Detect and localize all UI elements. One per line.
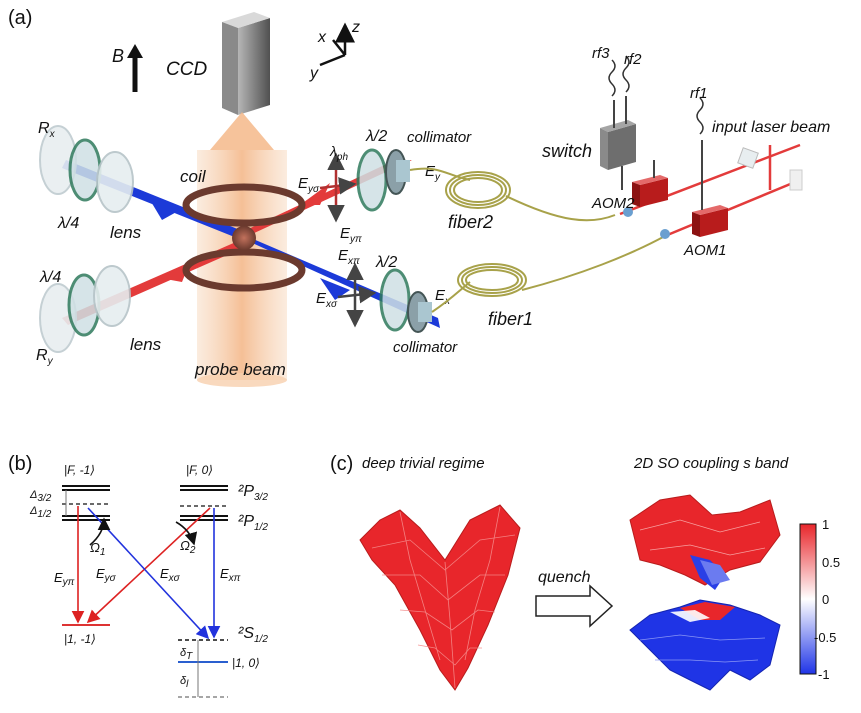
waveplate-top-left <box>68 138 102 202</box>
delta-markers <box>65 490 199 697</box>
collimator-bottom-label: collimator <box>393 339 458 356</box>
rf2-label: rf2 <box>624 51 642 68</box>
panel-label-a: (a) <box>8 7 32 29</box>
rf-signals <box>608 55 704 135</box>
halfwave-plate-top <box>356 148 388 212</box>
colorbar-tick-0: 0 <box>822 592 829 607</box>
ket-f-minus1: |F, -1⟩ <box>64 463 95 477</box>
ket-1-0: |1, 0⟩ <box>232 656 260 670</box>
delta-t-label: δT <box>180 647 193 662</box>
hwp-bottom-label: λ/2 <box>375 254 397 271</box>
halfwave-plate-bottom <box>379 268 411 332</box>
lens-top-label: lens <box>110 223 142 242</box>
probe-label: probe beam <box>194 360 286 379</box>
colorbar-ticks: 1 0.5 0 -0.5 -1 <box>814 517 840 682</box>
atom-cloud <box>232 226 256 250</box>
e-y-label: Ey <box>425 163 441 183</box>
ccd-label: CCD <box>166 59 207 80</box>
colorbar <box>799 523 817 675</box>
colorbar-tick-minus-0.5: -0.5 <box>814 630 836 645</box>
aom2 <box>632 160 668 207</box>
p32-label: ²P3/2 <box>238 483 268 503</box>
b-field-label: B <box>112 46 124 66</box>
coil-label: coil <box>180 167 207 186</box>
fiber1-label: fiber1 <box>488 309 533 329</box>
delta-l-label: δl <box>180 675 189 690</box>
omega2-label: Ω2 <box>180 538 196 556</box>
mirror-ry-label: Ry <box>36 347 54 367</box>
rf-switch <box>600 96 636 190</box>
left-surface-title: deep trivial regime <box>362 455 485 472</box>
b-field-arrowhead <box>127 44 143 58</box>
delta12-label: Δ1/2 <box>29 505 52 520</box>
beam-splitters <box>623 147 803 239</box>
colorbar-tick-0.5: 0.5 <box>822 555 840 570</box>
coordinate-axes <box>319 22 355 67</box>
omega1-label: Ω1 <box>90 540 105 558</box>
lens-top-left <box>96 151 134 213</box>
e-xpi-label: Exπ <box>338 247 360 267</box>
switch-label: switch <box>542 141 592 161</box>
e-ysigma-label: Eyσ <box>298 175 320 195</box>
rf1-label: rf1 <box>690 85 708 102</box>
e-ypi-label: Eyπ <box>340 225 362 245</box>
b-e-ypi-label: Eyπ <box>54 570 75 588</box>
right-surface-title: 2D SO coupling s band <box>633 455 789 472</box>
lower-band-surface <box>629 599 781 691</box>
upper-band-surface <box>629 494 781 590</box>
quench-label: quench <box>538 569 591 586</box>
axis-y: y <box>309 65 319 82</box>
axis-z: z <box>351 19 360 36</box>
aom1 <box>692 140 728 237</box>
delta32-label: Δ3/2 <box>29 489 52 504</box>
aom2-label: AOM2 <box>591 195 635 212</box>
axis-x: x <box>317 29 327 46</box>
b-e-xpi-label: Exπ <box>220 566 241 584</box>
qwp-top-label: λ/4 <box>57 215 79 232</box>
collimator-bottom <box>407 291 432 333</box>
b-e-ysigma-label: Eyσ <box>96 566 117 584</box>
lambda-ph-label: λph <box>329 143 348 163</box>
ket-f-0: |F, 0⟩ <box>186 463 213 477</box>
panel-label-b: (b) <box>8 453 32 475</box>
collimator-top-label: collimator <box>407 129 472 146</box>
p12-label: ²P1/2 <box>238 513 268 533</box>
coil <box>182 183 306 292</box>
trivial-band-surface <box>359 504 521 691</box>
collimator-top <box>385 149 410 195</box>
rf3-label: rf3 <box>592 45 610 62</box>
ket-1-minus1: |1, -1⟩ <box>64 632 96 646</box>
mirror-rx-label: Rx <box>38 120 56 140</box>
colorbar-tick-minus-1: -1 <box>818 667 830 682</box>
aom1-label: AOM1 <box>683 242 727 259</box>
qwp-bottom-label: λ/4 <box>39 269 61 286</box>
quench-arrow <box>535 584 614 628</box>
lens-bottom-label: lens <box>130 335 162 354</box>
lens-bottom-left <box>93 265 131 327</box>
ccd-camera <box>222 12 270 115</box>
polarization-arrows-bottom <box>337 262 377 328</box>
hwp-top-label: λ/2 <box>365 128 387 145</box>
polarization-arrows-top <box>319 152 357 223</box>
input-beam-label: input laser beam <box>712 119 830 136</box>
s12-label: ²S1/2 <box>238 625 268 645</box>
e-xsigma-label: Exσ <box>316 290 338 310</box>
panel-label-c: (c) <box>330 453 353 475</box>
b-e-xsigma-label: Exσ <box>160 566 181 584</box>
colorbar-tick-1: 1 <box>822 517 829 532</box>
fiber2-label: fiber2 <box>448 212 493 232</box>
fiber2-coil <box>409 167 616 222</box>
transition-arrows <box>71 506 221 640</box>
fiber1-coil <box>431 235 666 313</box>
